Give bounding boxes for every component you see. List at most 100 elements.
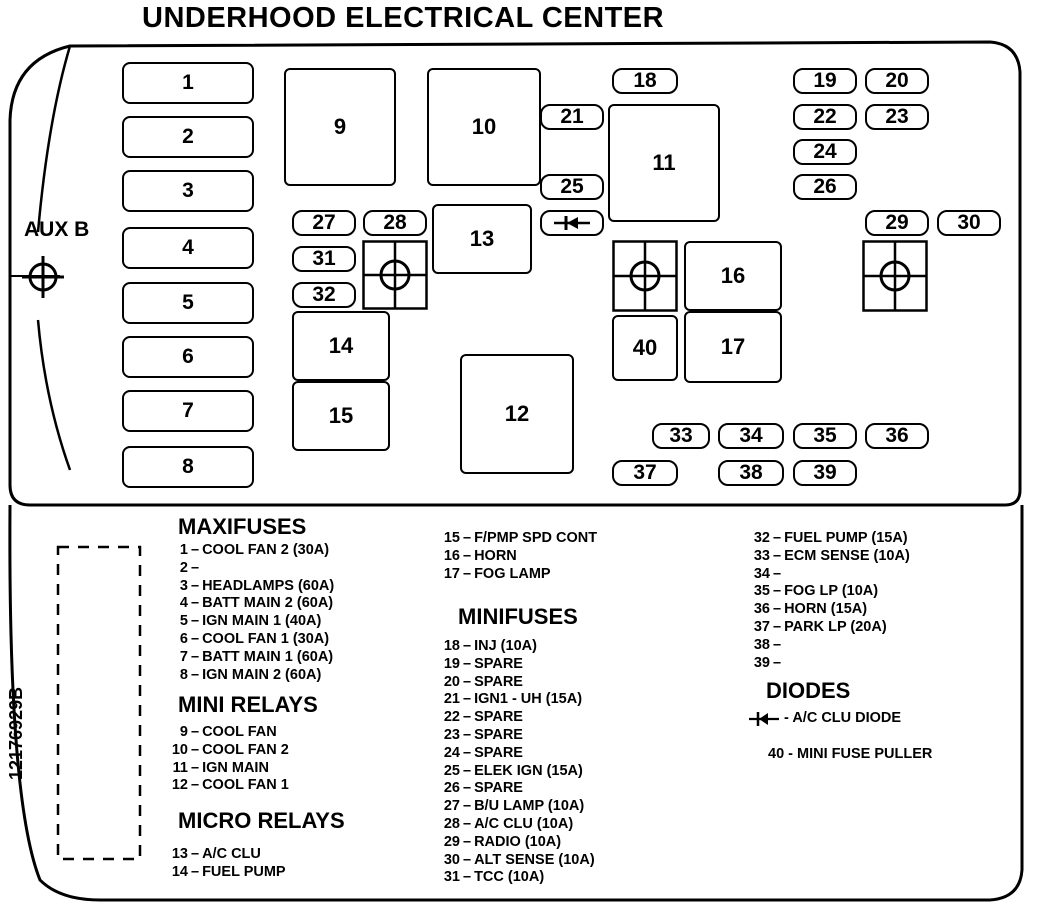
mini-relays-heading: MINI RELAYS: [178, 692, 318, 717]
maxifuses-heading: MAXIFUSES: [178, 514, 307, 539]
slot-fuse-puller-40: 40: [612, 315, 678, 381]
slot-relay-16: 16: [684, 241, 782, 311]
stud-crosshair-icon: [362, 240, 428, 310]
list-item: 29–RADIO (10A): [443, 833, 562, 850]
micro-relays-heading: MICRO RELAYS: [178, 808, 345, 833]
slot-relay-10: 10: [427, 68, 541, 186]
slot-maxifuse-3: 3: [122, 170, 254, 212]
list-item: 22–SPARE: [443, 709, 523, 726]
list-item: 32–FUEL PUMP (15A): [753, 530, 908, 546]
list-item: 13–A/C CLU: [171, 846, 261, 862]
slot-minifuse-19: 19: [793, 68, 857, 94]
slot-minifuse-39: 39: [793, 460, 857, 486]
part-number: 12176929B: [6, 686, 26, 780]
slot-minifuse-24: 24: [793, 139, 857, 165]
micro-relays-list: 13–A/C CLU 14–FUEL PUMP: [158, 846, 286, 882]
diode-legend-text: - A/C CLU DIODE: [784, 710, 902, 726]
slot-minifuse-32: 32: [292, 282, 356, 308]
diagram-title: UNDERHOOD ELECTRICAL CENTER: [142, 2, 665, 34]
slot-minifuse-28: 28: [363, 210, 427, 236]
list-item: 35–FOG LP (10A): [753, 583, 879, 600]
slot-maxifuse-6: 6: [122, 336, 254, 378]
slot-minifuse-22: 22: [793, 104, 857, 130]
diode-icon: [554, 216, 590, 230]
slot-minifuse-38: 38: [718, 460, 784, 486]
slot-minifuse-37: 37: [612, 460, 678, 486]
mini-relays-list: 9–COOL FAN 10–COOL FAN 2 11–IGN MAIN 12–…: [158, 724, 289, 795]
maxifuses-list: 1–COOL FAN 2 (30A) 2– 3–HEADLAMPS (60A) …: [158, 542, 334, 684]
slot-ac-clu-diode: [540, 210, 604, 236]
slot-relay-14: 14: [292, 311, 390, 381]
list-item: 16–HORN: [443, 547, 517, 564]
list-item: 11–IGN MAIN: [172, 759, 269, 776]
slot-minifuse-31: 31: [292, 246, 356, 272]
list-item: 8–IGN MAIN 2 (60A): [179, 666, 322, 683]
list-item: 31–TCC (10A): [443, 869, 545, 886]
list-item: 14–FUEL PUMP: [171, 863, 286, 880]
list-item: 12–COOL FAN 1: [171, 777, 289, 794]
slot-relay-13: 13: [432, 204, 532, 274]
list-item: 28–A/C CLU (10A): [443, 815, 574, 832]
minifuses-heading: MINIFUSES: [458, 604, 578, 629]
list-item: 4–BATT MAIN 2 (60A): [179, 595, 334, 612]
slot-minifuse-30: 30: [937, 210, 1001, 236]
fuse-puller-legend: 40 - MINI FUSE PULLER: [768, 746, 933, 762]
list-item: 27–B/U LAMP (10A): [443, 798, 585, 815]
slot-maxifuse-7: 7: [122, 390, 254, 432]
list-item: 19–SPARE: [443, 655, 523, 672]
slot-relay-11: 11: [608, 104, 720, 222]
slot-maxifuse-4: 4: [122, 227, 254, 269]
list-item: 10–COOL FAN 2: [171, 741, 289, 758]
list-item: 7–BATT MAIN 1 (60A): [179, 648, 334, 665]
slot-maxifuse-8: 8: [122, 446, 254, 488]
diode-legend-row: - A/C CLU DIODE: [748, 710, 901, 728]
slot-minifuse-33: 33: [652, 423, 710, 449]
slot-minifuse-36: 36: [865, 423, 929, 449]
slot-minifuse-23: 23: [865, 104, 929, 130]
minifuses-32-39-list: 32–FUEL PUMP (15A) 33–ECM SENSE (10A) 34…: [740, 530, 910, 672]
list-item: 37–PARK LP (20A): [753, 618, 887, 635]
list-item: 1–COOL FAN 2 (30A): [179, 542, 330, 558]
list-item: 25–ELEK IGN (15A): [443, 762, 583, 779]
list-item: 38–: [753, 636, 782, 653]
list-item: 24–SPARE: [443, 744, 523, 761]
slot-maxifuse-2: 2: [122, 116, 254, 158]
stud-crosshair-icon: [862, 240, 928, 312]
slot-minifuse-21: 21: [540, 104, 604, 130]
list-item: 26–SPARE: [443, 780, 523, 797]
slot-maxifuse-5: 5: [122, 282, 254, 324]
stud-crosshair-icon: [612, 240, 678, 312]
slot-minifuse-34: 34: [718, 423, 784, 449]
slot-relay-9: 9: [284, 68, 396, 186]
relays-15-17-list: 15–F/PMP SPD CONT 16–HORN 17–FOG LAMP: [430, 530, 597, 583]
slot-minifuse-25: 25: [540, 174, 604, 200]
diode-icon: [749, 711, 779, 726]
aux-b-label: AUX B: [24, 218, 90, 241]
slot-minifuse-29: 29: [865, 210, 929, 236]
aux-b-stud-icon: [22, 256, 64, 298]
list-item: 34–: [753, 565, 782, 582]
list-item: 3–HEADLAMPS (60A): [179, 577, 335, 594]
slot-minifuse-20: 20: [865, 68, 929, 94]
slot-relay-15: 15: [292, 381, 390, 451]
list-item: 2–: [179, 559, 200, 576]
slot-minifuse-35: 35: [793, 423, 857, 449]
list-item: 21–IGN1 - UH (15A): [443, 691, 583, 708]
list-item: 17–FOG LAMP: [443, 565, 551, 582]
list-item: 15–F/PMP SPD CONT: [443, 530, 598, 546]
list-item: 33–ECM SENSE (10A): [753, 547, 910, 564]
slot-minifuse-27: 27: [292, 210, 356, 236]
slot-relay-12: 12: [460, 354, 574, 474]
list-item: 9–COOL FAN: [179, 724, 277, 740]
list-item: 20–SPARE: [443, 673, 523, 690]
list-item: 23–SPARE: [443, 726, 523, 743]
list-item: 39–: [753, 654, 782, 671]
list-item: 18–INJ (10A): [443, 638, 537, 654]
list-item: 6–COOL FAN 1 (30A): [179, 630, 330, 647]
minifuses-list: 18–INJ (10A) 19–SPARE 20–SPARE 21–IGN1 -…: [430, 638, 595, 887]
list-item: 30–ALT SENSE (10A): [443, 851, 595, 868]
slot-relay-17: 17: [684, 311, 782, 383]
list-item: 5–IGN MAIN 1 (40A): [179, 613, 322, 630]
slot-minifuse-26: 26: [793, 174, 857, 200]
